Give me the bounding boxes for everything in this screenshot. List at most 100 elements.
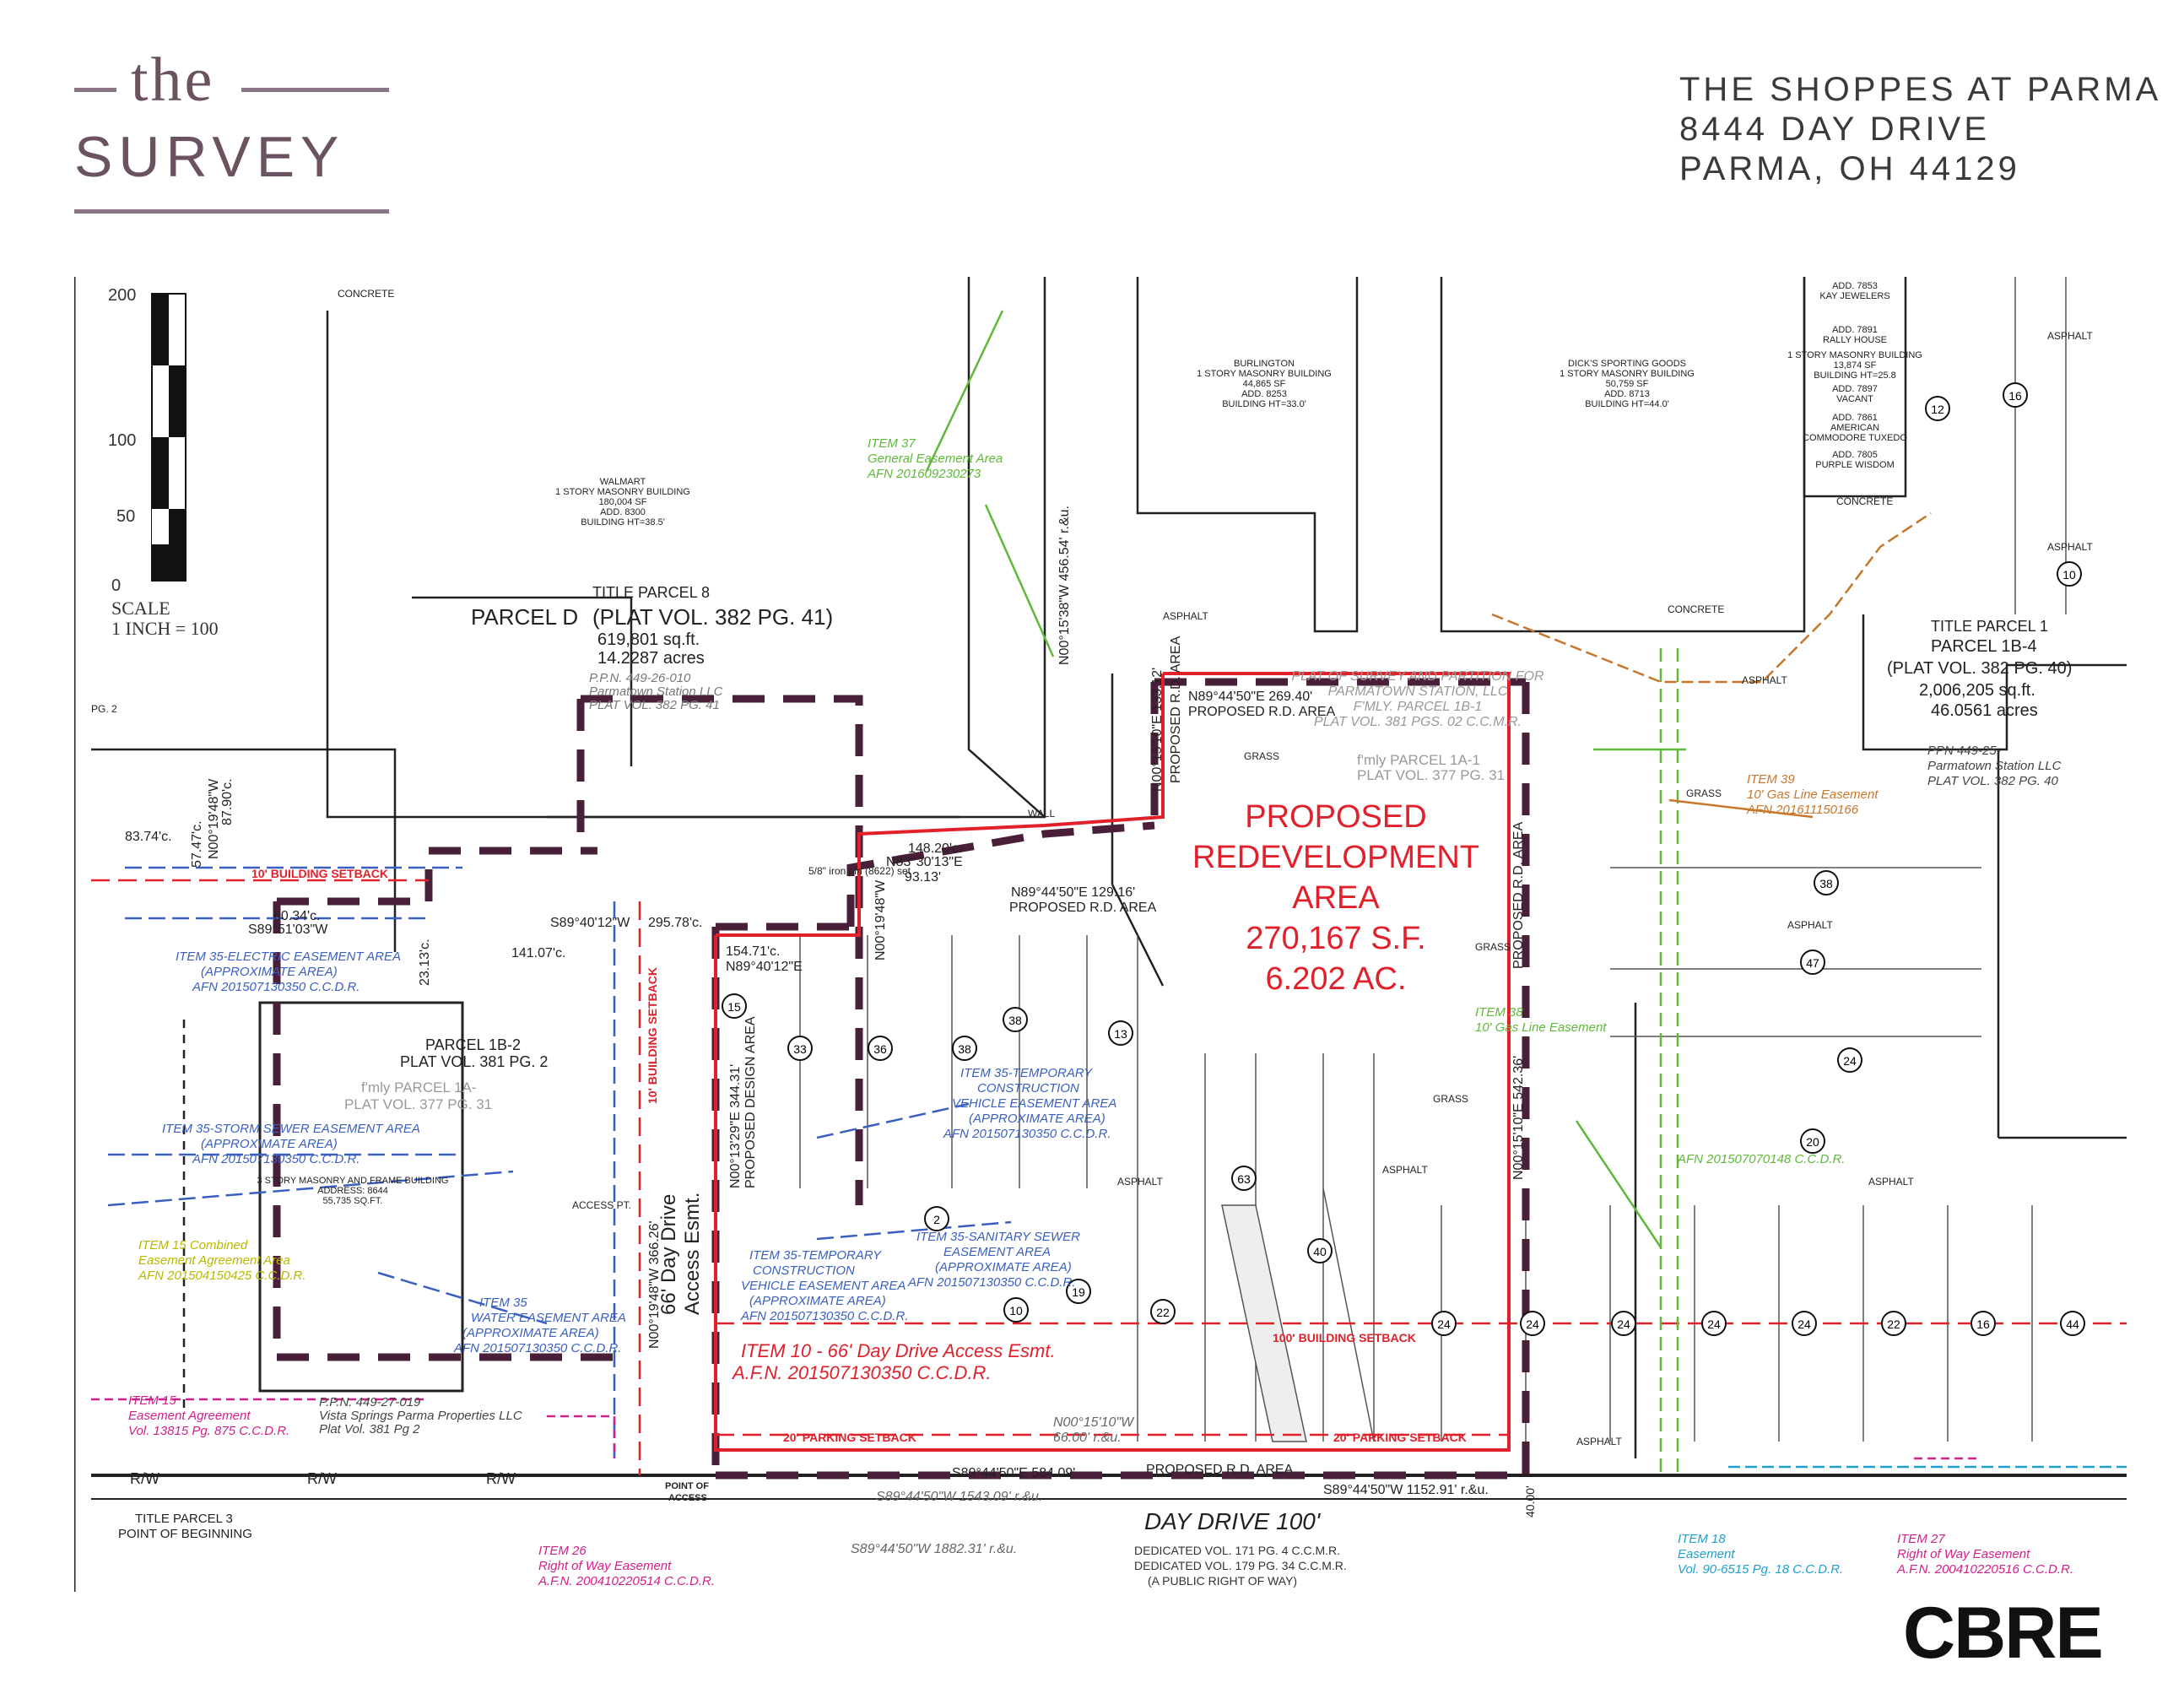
item35-storm: ITEM 35-STORM SEWER EASEMENT AREA bbox=[162, 1122, 420, 1136]
item15-afn: AFN 201504150425 C.C.D.R. bbox=[138, 1269, 305, 1283]
plat-381-2: PLAT VOL. 381 PG. 2 bbox=[400, 1053, 548, 1070]
asphalt-label: ASPHALT bbox=[1742, 674, 1787, 686]
parcel-8-owner: Parmatown Station LLC bbox=[589, 684, 723, 699]
burlington-label: BURLINGTON bbox=[1234, 359, 1295, 369]
brand-the: the bbox=[131, 46, 215, 115]
parking-count: 13 bbox=[1114, 1027, 1127, 1041]
item35-electric-afn: AFN 201507130350 C.C.D.R. bbox=[192, 980, 359, 994]
proposed-line3: AREA bbox=[1292, 880, 1380, 916]
building-labels: WALMART 1 STORY MASONRY BUILDING 180,004… bbox=[257, 281, 1922, 1206]
bearing-16: S89°44'50"W 1543.09' r.&u. bbox=[876, 1490, 1042, 1504]
vacant-label: VACANT bbox=[1836, 394, 1873, 404]
parking-count: 38 bbox=[1819, 877, 1833, 890]
rd-area-label: PROPOSED R.D. AREA bbox=[1188, 705, 1336, 719]
item26-label: ITEM 26 bbox=[538, 1544, 587, 1558]
rd-area-label: PROPOSED R.D. AREA bbox=[1146, 1463, 1294, 1477]
parcel-1-ppn: PPN 449-25- bbox=[1927, 744, 2001, 758]
item35-temp2-const: CONSTRUCTION bbox=[753, 1263, 855, 1278]
parking-count: 24 bbox=[1797, 1317, 1811, 1331]
parking-count: 10 bbox=[2062, 568, 2076, 582]
bearing-9: N89°40'12"E bbox=[726, 960, 803, 974]
vacant-add: ADD. 7897 bbox=[1832, 384, 1878, 394]
brand-line-right bbox=[241, 88, 389, 92]
walmart-building bbox=[326, 277, 1046, 819]
parcel-8-plat: PLAT VOL. 382 PG. 41 bbox=[589, 698, 720, 712]
brand-survey: SURVEY bbox=[74, 125, 345, 189]
point-of-access-1: POINT OF bbox=[665, 1481, 709, 1491]
fmly-parcel-1a: f'mly PARCEL 1A- bbox=[361, 1079, 476, 1096]
address-line-1: THE SHOPPES AT PARMA bbox=[1679, 71, 2162, 108]
item18-vol: Vol. 90-6515 Pg. 18 C.C.D.R. bbox=[1678, 1562, 1843, 1577]
concrete-label: CONCRETE bbox=[338, 288, 394, 300]
bearing-24: 87.90'c. bbox=[220, 778, 235, 825]
parking-count: 24 bbox=[1437, 1317, 1451, 1331]
bearing-19: 66.00' r.&u. bbox=[1053, 1431, 1122, 1445]
bearing-3: N00°15'10"E 542.36' bbox=[1511, 1056, 1526, 1180]
plat-survey-2: PARMATOWN STATION, LLC bbox=[1328, 684, 1508, 699]
dicks-type: 1 STORY MASONRY BUILDING bbox=[1560, 369, 1695, 379]
item35-temp-vehicle: VEHICLE EASEMENT AREA bbox=[952, 1096, 1116, 1111]
parking-count: 16 bbox=[2008, 389, 2022, 403]
access-label-1: 66' Day Drive bbox=[657, 1194, 680, 1315]
bearing-12: 141.07'c. bbox=[511, 946, 565, 960]
item35-sanitary: ITEM 35-SANITARY SEWER bbox=[916, 1230, 1080, 1244]
bearing-2: N00°15'10"E 133.12' bbox=[1150, 668, 1165, 792]
item35-temp2-approx: (APPROXIMATE AREA) bbox=[749, 1294, 886, 1308]
parking-count: 22 bbox=[1156, 1306, 1170, 1319]
plat-382-41: (PLAT VOL. 382 PG. 41) bbox=[592, 604, 833, 630]
bearing-21: 60.34'c. bbox=[273, 909, 321, 923]
easement-labels: ITEM 37 General Easement Area AFN 201609… bbox=[128, 436, 2073, 1588]
bldg-1b2-type: 3 STORY MASONRY AND FRAME BUILDING bbox=[257, 1176, 449, 1186]
day-drive-label: DAY DRIVE 100' bbox=[1144, 1508, 1322, 1534]
rally-ht: BUILDING HT=25.8 bbox=[1814, 371, 1896, 381]
dicks-label: DICK'S SPORTING GOODS bbox=[1568, 359, 1686, 369]
grass-label: GRASS bbox=[1244, 750, 1279, 762]
item10-label: ITEM 10 - 66' Day Drive Access Esmt. bbox=[741, 1340, 1056, 1361]
parcel-1b4: PARCEL 1B-4 bbox=[1931, 637, 2037, 656]
plat-377-b: PLAT VOL. 377 PG. 31 bbox=[1357, 767, 1505, 783]
bearing-4: N89°44'50"E 129.16' bbox=[1011, 885, 1135, 900]
address-line-3: PARMA, OH 44129 bbox=[1679, 150, 2020, 187]
item15-combined: ITEM 15 Combined bbox=[138, 1238, 248, 1252]
walmart-label: WALMART bbox=[600, 477, 646, 487]
parcel-1b2: PARCEL 1B-2 bbox=[425, 1036, 521, 1053]
asphalt-label: ASPHALT bbox=[1868, 1176, 1914, 1188]
rw-label: R/W bbox=[307, 1470, 337, 1487]
walmart-type: 1 STORY MASONRY BUILDING bbox=[555, 487, 690, 497]
bearing-5: N83°30'13"E bbox=[886, 855, 963, 869]
surface-labels: CONCRETE CONCRETE CONCRETE ASPHALT ASPHA… bbox=[91, 288, 2093, 1447]
bearing-7: 93.13' bbox=[905, 870, 941, 885]
asphalt-label: ASPHALT bbox=[1576, 1436, 1622, 1447]
building-setback-10-vertical-label: 10' BUILDING SETBACK bbox=[646, 967, 659, 1104]
bearing-14: S89°44'50"E 584.09' bbox=[952, 1466, 1075, 1480]
survey-map: 200 100 50 0 SCALE 1 INCH = 100 bbox=[74, 277, 2127, 1592]
parcel-1b2-building bbox=[258, 1001, 464, 1393]
dedicated-2: DEDICATED VOL. 179 PG. 34 C.C.M.R. bbox=[1134, 1559, 1347, 1572]
bearing-28: N00°19'48"W 366.26' bbox=[647, 1220, 662, 1349]
parking-count: 24 bbox=[1617, 1317, 1630, 1331]
bearing-1: N89°44'50"E 269.40' bbox=[1188, 690, 1312, 704]
item38-label: ITEM 38 bbox=[1475, 1005, 1523, 1020]
bearing-26: N00°15'38"W 456.54' r.&u. bbox=[1057, 506, 1072, 665]
burlington-add: ADD. 8253 bbox=[1241, 389, 1287, 399]
parking-count: 24 bbox=[1843, 1054, 1857, 1068]
item15-desc: Easement Agreement Area bbox=[138, 1253, 290, 1268]
item35-temp-const: CONSTRUCTION bbox=[977, 1081, 1079, 1096]
bearing-27: N00°19'48"W bbox=[873, 879, 888, 960]
bearing-25: N00°19'48"W bbox=[207, 778, 221, 859]
grass-label: GRASS bbox=[1686, 787, 1722, 799]
item35-electric: ITEM 35-ELECTRIC EASEMENT AREA bbox=[176, 950, 401, 964]
parking-count: 38 bbox=[1008, 1014, 1022, 1027]
parking-count: 38 bbox=[958, 1042, 971, 1056]
bearing-18: N00°15'10"W bbox=[1053, 1415, 1135, 1430]
asphalt-label: ASPHALT bbox=[2047, 541, 2093, 553]
rw-label: R/W bbox=[130, 1470, 159, 1487]
parcel-8-acres: 14.2287 acres bbox=[597, 649, 705, 668]
parcel-d-label: PARCEL D bbox=[471, 604, 578, 630]
dedicated-1: DEDICATED VOL. 171 PG. 4 C.C.M.R. bbox=[1134, 1544, 1340, 1557]
parking-count: 12 bbox=[1931, 403, 1944, 416]
point-of-beginning: POINT OF BEGINNING bbox=[118, 1527, 252, 1541]
public-row: (A PUBLIC RIGHT OF WAY) bbox=[1148, 1574, 1297, 1588]
access-pt-label: ACCESS PT. bbox=[572, 1199, 631, 1211]
item39-label: ITEM 39 bbox=[1747, 772, 1795, 787]
